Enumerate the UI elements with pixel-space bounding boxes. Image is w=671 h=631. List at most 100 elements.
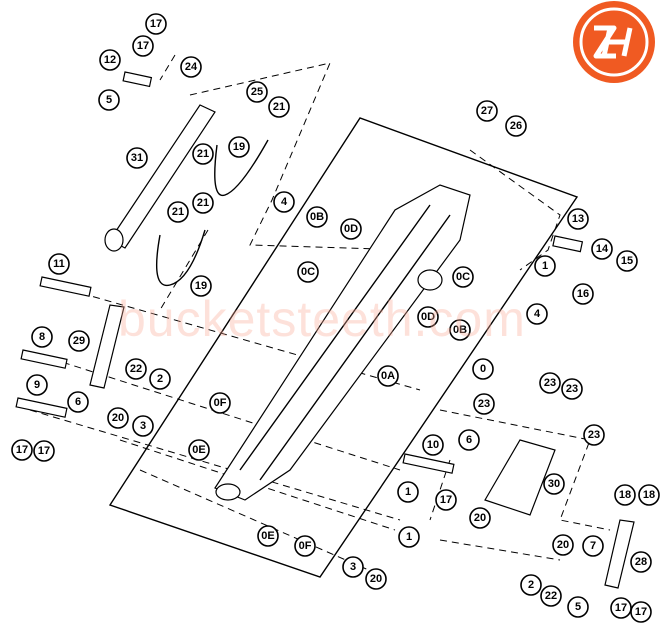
callout-label: 6	[75, 396, 81, 408]
hydraulic-cylinder	[109, 104, 216, 249]
callout-label: 7	[590, 540, 596, 552]
callout-label: 18	[643, 489, 655, 501]
callout-13: 13	[567, 208, 589, 230]
callout-22: 22	[540, 585, 562, 607]
hydraulic-hose-upper	[214, 139, 269, 197]
callout-label: 0B	[453, 324, 467, 336]
callout-29: 29	[68, 330, 90, 352]
link-28	[604, 519, 635, 589]
callout-1: 1	[397, 481, 419, 503]
callout-label: 0C	[456, 271, 470, 283]
callout-9: 9	[26, 374, 48, 396]
callout-label: 0B	[310, 211, 324, 223]
callout-20: 20	[552, 534, 574, 556]
callout-label: 29	[73, 335, 85, 347]
callout-label: 20	[474, 512, 486, 524]
callout-label: 0	[480, 363, 486, 375]
callout-label: 20	[370, 573, 382, 585]
callout-label: 19	[195, 280, 207, 292]
callout-0d: 0D	[340, 218, 362, 240]
callout-0e: 0E	[257, 525, 279, 547]
callout-0f: 0F	[294, 535, 316, 557]
callout-label: 2	[157, 373, 163, 385]
callout-label: 13	[572, 213, 584, 225]
callout-17: 17	[33, 440, 55, 462]
cylinder-eye	[104, 228, 124, 252]
callout-label: 0F	[299, 540, 312, 552]
callout-label: 8	[39, 331, 45, 343]
callout-4: 4	[273, 191, 295, 213]
callout-label: 15	[621, 255, 633, 267]
callout-20: 20	[469, 507, 491, 529]
callout-23: 23	[539, 372, 561, 394]
callout-label: 17	[615, 602, 627, 614]
callout-label: 12	[104, 54, 116, 66]
callout-0a: 0A	[377, 365, 399, 387]
callout-label: 10	[427, 439, 439, 451]
callout-11: 11	[48, 253, 70, 275]
callout-23: 23	[583, 424, 605, 446]
callout-label: 0C	[301, 266, 315, 278]
callout-label: 30	[548, 478, 560, 490]
callout-3: 3	[132, 415, 154, 437]
callout-17: 17	[630, 601, 652, 623]
callout-label: 3	[350, 561, 356, 573]
callout-label: 23	[544, 377, 556, 389]
callout-label: 17	[150, 18, 162, 30]
callout-17: 17	[610, 597, 632, 619]
hydraulic-hose-lower	[155, 229, 206, 287]
callout-label: 19	[233, 141, 245, 153]
boom-arm	[214, 184, 471, 501]
callout-label: 3	[140, 420, 146, 432]
callout-label: 21	[172, 206, 184, 218]
callout-0c: 0C	[297, 261, 319, 283]
callout-23: 23	[561, 378, 583, 400]
callout-1: 1	[398, 526, 420, 548]
callout-label: 0F	[214, 397, 227, 409]
callout-21: 21	[192, 192, 214, 214]
callout-label: 0E	[192, 444, 205, 456]
callout-19: 19	[190, 275, 212, 297]
callout-30: 30	[543, 473, 565, 495]
watermark: bucketsteeth.com	[118, 291, 526, 347]
callout-5: 5	[98, 89, 120, 111]
boom-foot-pin-boss	[215, 483, 241, 501]
callout-10: 10	[422, 434, 444, 456]
callout-0b: 0B	[449, 319, 471, 341]
callout-label: 22	[130, 363, 142, 375]
callout-label: 23	[566, 383, 578, 395]
callout-17: 17	[132, 35, 154, 57]
callout-2: 2	[149, 368, 171, 390]
callout-25: 25	[246, 81, 268, 103]
callout-24: 24	[180, 56, 202, 78]
callout-27: 27	[476, 100, 498, 122]
link-29	[89, 304, 125, 389]
callout-7: 7	[582, 535, 604, 557]
callout-label: 28	[635, 556, 647, 568]
callout-23: 23	[473, 393, 495, 415]
callout-0f: 0F	[209, 392, 231, 414]
callout-label: 4	[281, 196, 288, 208]
callout-21: 21	[268, 96, 290, 118]
callout-label: 17	[38, 445, 50, 457]
callout-label: 31	[131, 152, 143, 164]
callout-18: 18	[638, 484, 660, 506]
callout-28: 28	[630, 551, 652, 573]
callout-6: 6	[458, 429, 480, 451]
link-30	[484, 439, 556, 516]
callout-label: 5	[575, 601, 581, 613]
callout-label: 0D	[344, 223, 358, 235]
callout-label: 9	[34, 379, 40, 391]
callout-0d: 0D	[417, 306, 439, 328]
callout-label: 6	[466, 434, 472, 446]
callout-1: 1	[534, 255, 556, 277]
callout-label: 22	[545, 590, 557, 602]
callout-0e: 0E	[188, 439, 210, 461]
callout-3: 3	[342, 556, 364, 578]
callout-label: 17	[137, 40, 149, 52]
callout-18: 18	[614, 484, 636, 506]
callout-label: 21	[273, 101, 285, 113]
callout-label: 20	[112, 412, 124, 424]
